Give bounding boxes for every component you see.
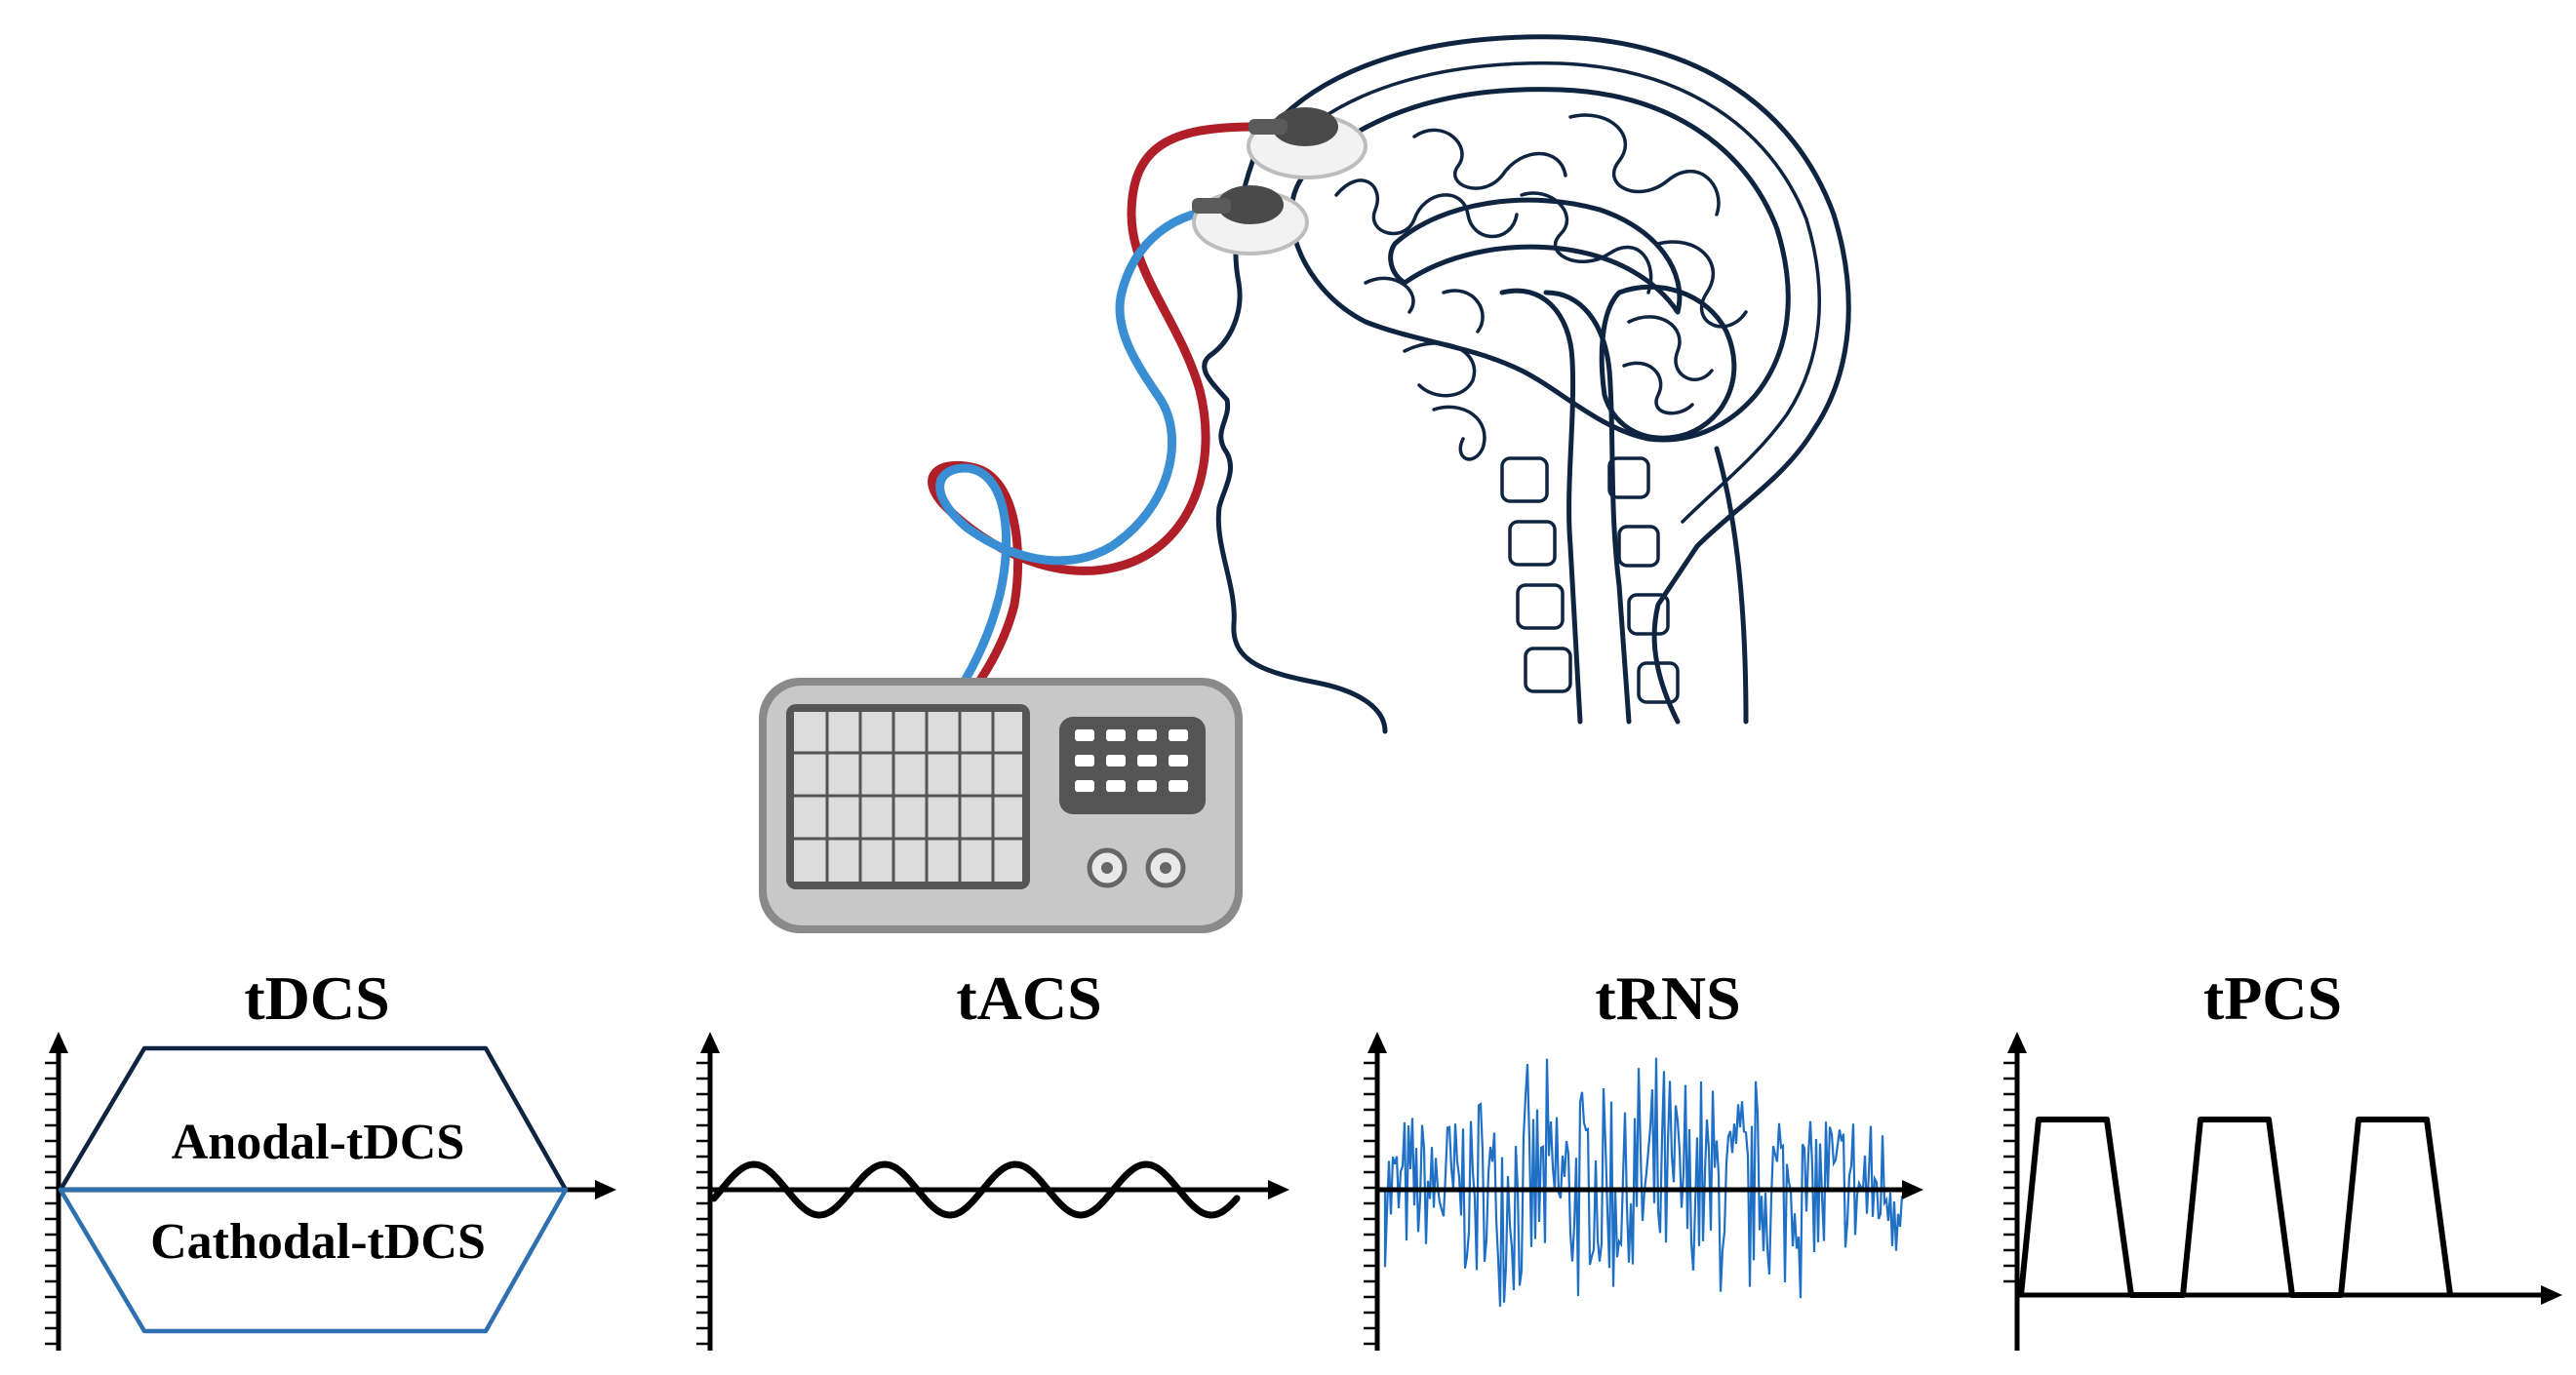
tacs-y-ticks [696,1061,710,1346]
vertebrae [1500,456,1680,704]
tdcs-y-arrowhead [49,1032,68,1053]
stimulation-wires [928,122,1258,692]
trns-waveform-panel [1364,1032,1923,1351]
tpcs-y-arrowhead [2007,1032,2027,1053]
trns-y-ticks [1364,1061,1377,1346]
electrode-icon [1192,185,1309,255]
tacs-y-arrowhead [700,1032,720,1053]
anodal-tdcs-label: Anodal-tDCS [172,1115,465,1170]
device-keypad [1075,729,1188,792]
tpcs-pulse-train [2018,1117,2453,1298]
panel-title-trns: tRNS [1595,963,1740,1033]
tacs-x-arrowhead [1268,1180,1289,1199]
tpcs-x-arrowhead [2541,1285,2562,1305]
trns-x-arrowhead [1902,1180,1923,1199]
tacs-waveform-panel [696,1032,1289,1351]
tdcs-waveform-panel: Anodal-tDCS Cathodal-tDCS [45,1032,616,1351]
device-screen-grid [794,712,1022,882]
cathodal-tdcs-shape [58,1187,569,1334]
tdcs-y-ticks [45,1061,59,1346]
head-sagittal-brain-illustration [1202,34,1851,734]
panel-title-tacs: tACS [956,963,1101,1033]
tacs-sine-wave [710,1160,1241,1219]
tpcs-waveform-panel [2003,1032,2562,1351]
trns-random-noise [1383,1057,1904,1307]
tpcs-y-ticks [2003,1061,2017,1283]
stimulator-device-icon [759,678,1243,933]
trns-y-arrowhead [1367,1032,1387,1053]
electrode-icon [1247,107,1367,179]
panel-title-tpcs: tPCS [2203,963,2342,1033]
device-connector [1087,847,1186,888]
cathodal-tdcs-label: Cathodal-tDCS [150,1214,486,1270]
panel-title-tdcs: tDCS [244,963,389,1033]
tdcs-x-arrowhead [595,1180,616,1199]
